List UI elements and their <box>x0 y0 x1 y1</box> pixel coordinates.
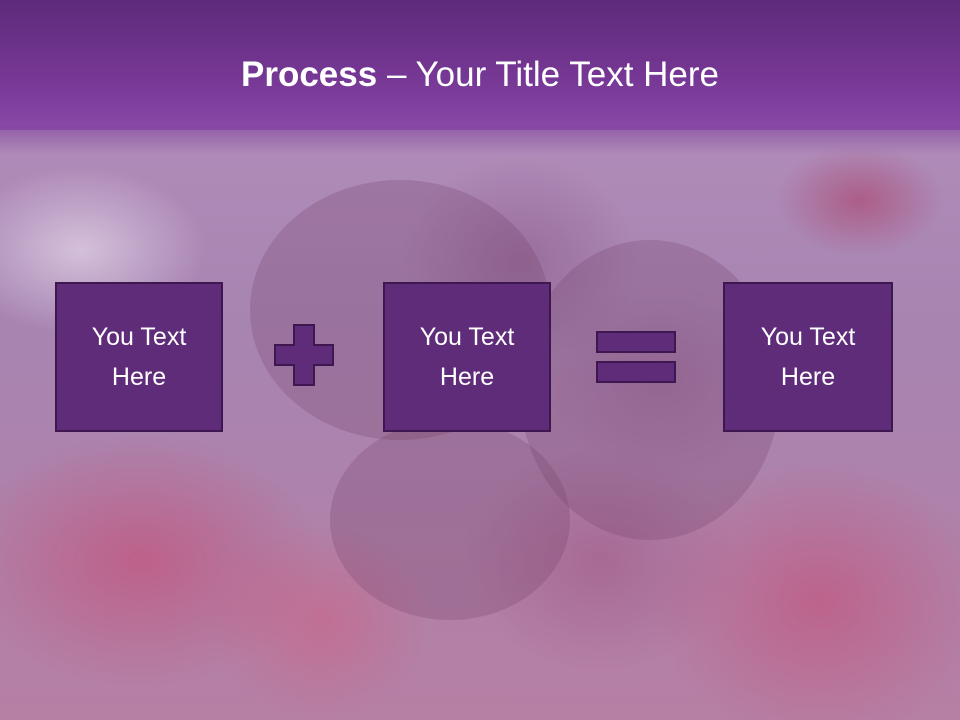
process-box-2[interactable]: You Text Here <box>383 282 551 432</box>
title-bar <box>0 0 960 130</box>
title-bar-fade <box>0 125 960 155</box>
plus-icon <box>274 324 334 386</box>
henna-hand-shape <box>330 420 570 620</box>
slide-title: Process – Your Title Text Here <box>0 54 960 96</box>
process-box-1[interactable]: You Text Here <box>55 282 223 432</box>
process-box-3[interactable]: You Text Here <box>723 282 893 432</box>
process-box-label: You Text Here <box>760 323 856 391</box>
process-box-label: You Text Here <box>91 323 187 391</box>
title-rest: – Your Title Text Here <box>377 55 719 94</box>
title-bold: Process <box>241 55 378 94</box>
process-box-label: You Text Here <box>419 323 515 391</box>
equals-icon <box>596 331 676 383</box>
